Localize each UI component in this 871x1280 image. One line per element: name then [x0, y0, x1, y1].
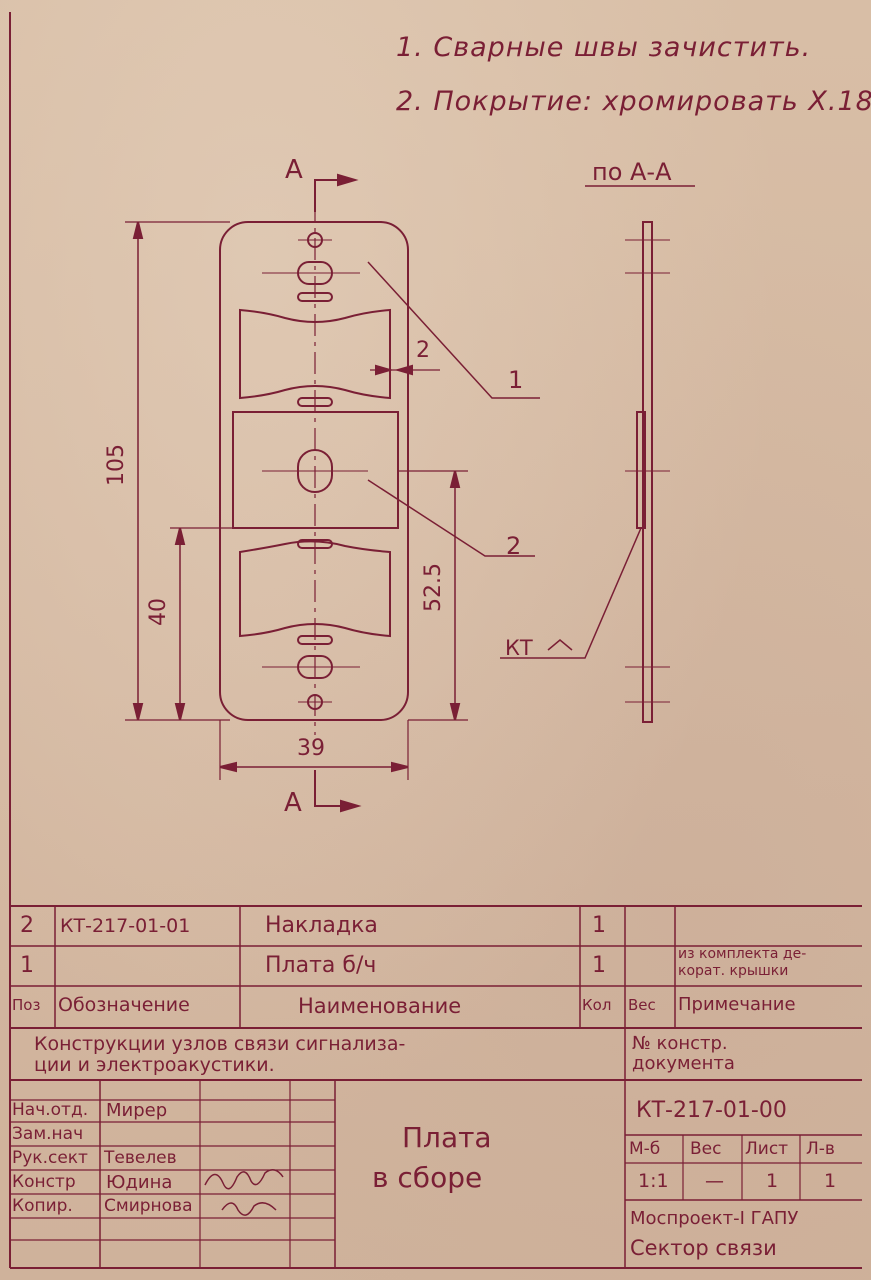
dim-40: 40	[146, 598, 171, 626]
row-1-note: из комплекта де- корат. крышки	[678, 946, 807, 979]
item-title-line2: в сборе	[372, 1161, 483, 1194]
role-4: Копир.	[12, 1196, 73, 1216]
role-0: Нач.отд.	[12, 1100, 89, 1120]
dim-105: 105	[104, 444, 129, 486]
signature-yudina	[204, 1169, 284, 1190]
meta-sheet: 1	[766, 1170, 779, 1192]
doc-label: № констр. документа	[632, 1033, 735, 1074]
meta-weight: —	[705, 1170, 724, 1192]
row-2-pos: 2	[20, 913, 34, 938]
doc-number: КТ-217-01-00	[636, 1098, 787, 1123]
row-1-qty: 1	[592, 953, 606, 978]
overlay-plate	[232, 411, 399, 529]
window-upper	[239, 308, 391, 400]
row-2-qty: 1	[592, 913, 606, 938]
meta-sheets: 1	[824, 1170, 837, 1192]
header-qty: Кол	[582, 996, 612, 1014]
meta-header-sheets: Л-в	[806, 1139, 835, 1159]
section-plate	[642, 221, 653, 723]
leader-label-2: 2	[506, 532, 522, 560]
header-name: Наименование	[298, 994, 462, 1018]
section-label-top: А	[285, 155, 303, 185]
role-3: Констр	[12, 1172, 76, 1192]
role-2: Рук.сект	[12, 1148, 88, 1168]
name-0: Мирер	[106, 1100, 168, 1121]
org-line1: Моспроект-I ГАПУ	[630, 1208, 799, 1229]
meta-header-scale: М-б	[629, 1139, 661, 1159]
dim-2: 2	[416, 338, 430, 363]
org-line2: Сектор связи	[630, 1236, 777, 1260]
dim-39: 39	[297, 736, 325, 761]
row-2-designation: КТ-217-01-01	[60, 915, 191, 937]
section-arrow-bottom	[314, 770, 358, 807]
window-lower	[239, 540, 391, 638]
note-2: 2. Покрытие: хромировать Х.18	[396, 86, 871, 117]
header-note: Примечание	[678, 994, 796, 1015]
header-pos: Поз	[12, 996, 41, 1014]
name-4: Смирнова	[104, 1196, 193, 1216]
note-1: 1. Сварные швы зачистить.	[396, 32, 812, 63]
item-title-line1: Плата	[402, 1121, 492, 1154]
leader-2	[367, 479, 535, 557]
row-2-name: Накладка	[265, 913, 378, 938]
weld-leader	[500, 527, 642, 659]
row-1-pos: 1	[20, 953, 34, 978]
name-2: Тевелев	[104, 1148, 177, 1168]
row-1-name: Плата б/ч	[265, 953, 377, 978]
project-title: Конструкции узлов связи сигнализа- ции и…	[34, 1033, 406, 1076]
header-designation: Обозначение	[58, 994, 190, 1016]
meta-header-sheet: Лист	[745, 1139, 789, 1159]
dim-52-5: 52.5	[421, 563, 446, 612]
name-3: Юдина	[106, 1172, 173, 1193]
leader-label-1: 1	[508, 366, 524, 394]
meta-scale: 1:1	[638, 1170, 669, 1192]
section-arrow-top	[314, 179, 355, 212]
signature-smirnova	[221, 1202, 277, 1216]
leader-1	[367, 261, 540, 399]
weld-label: КТ	[505, 636, 533, 660]
meta-header-weight: Вес	[690, 1139, 722, 1159]
header-weight: Вес	[628, 996, 656, 1014]
section-view-title: по А-А	[592, 158, 672, 186]
section-label-bottom: А	[284, 788, 302, 818]
role-1: Зам.нач	[12, 1124, 84, 1144]
